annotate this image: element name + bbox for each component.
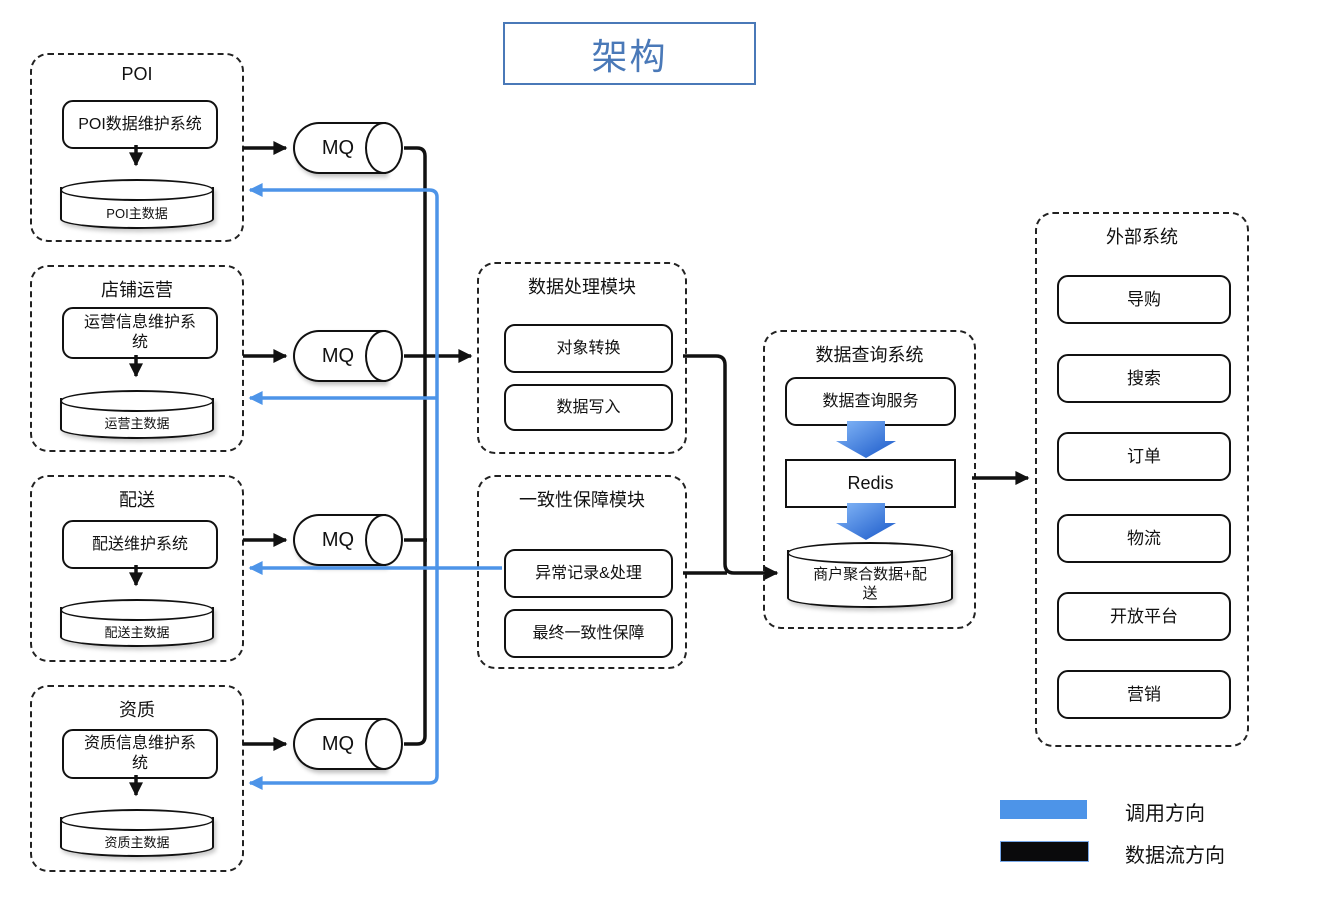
call-direction-lines: [248, 183, 502, 790]
qualification-info-system-label: 资质信息维护系统: [83, 735, 196, 772]
operation-master-db-label: 运营主数据: [104, 416, 170, 432]
qualification-master-db-cylinder: 资质主数据: [60, 809, 214, 857]
qualification-master-db-top: [60, 809, 214, 831]
group-shop-operation: 店铺运营 运营信息维护系统 运营主数据: [30, 265, 244, 452]
mq3-cylinder: MQ: [293, 514, 403, 566]
diagram-title-box: 架构: [503, 22, 756, 85]
group-delivery-title: 配送: [119, 490, 155, 510]
group-data-query-title: 数据查询系统: [815, 345, 924, 365]
external-open-platform-label: 开放平台: [1110, 606, 1178, 626]
delivery-master-db-top: [60, 599, 214, 621]
call-arrow-to-qualification: [248, 197, 439, 790]
final-consistency-box: 最终一致性保障: [504, 609, 673, 658]
query-service-label: 数据查询服务: [822, 392, 919, 410]
external-logistics-box: 物流: [1057, 514, 1231, 563]
group-shop-operation-title: 店铺运营: [101, 280, 173, 300]
object-conversion-box: 对象转换: [504, 324, 673, 373]
poi-master-db-top: [60, 179, 214, 201]
group-poi: POI POI数据维护系统 POI主数据: [30, 53, 244, 242]
merchant-aggregate-db-cylinder: 商户聚合数据+配送: [787, 542, 953, 608]
external-order-label: 订单: [1127, 446, 1161, 466]
operation-master-db-cylinder: 运营主数据: [60, 390, 214, 439]
exception-record-box: 异常记录&处理: [504, 549, 673, 598]
group-qualification: 资质 资质信息维护系统 资质主数据: [30, 685, 244, 872]
poi-master-db-label: POI主数据: [106, 205, 168, 221]
group-data-processing-title: 数据处理模块: [528, 277, 636, 297]
data-write-box: 数据写入: [504, 384, 673, 431]
operation-info-system-label: 运营信息维护系统: [83, 314, 196, 351]
external-logistics-label: 物流: [1127, 528, 1161, 548]
redis-box: Redis: [785, 459, 956, 508]
group-data-query: 数据查询系统 数据查询服务 Redis 商户聚合数据+配送: [763, 330, 976, 629]
redis-label: Redis: [847, 473, 894, 494]
legend-data-flow-swatch: [1000, 841, 1089, 862]
legend-data-flow-label: 数据流方向: [1125, 845, 1225, 867]
poi-maintenance-system-box: POI数据维护系统: [62, 100, 218, 149]
delivery-master-db-cylinder: 配送主数据: [60, 599, 214, 647]
mq2-label: MQ: [321, 344, 355, 367]
operation-info-system-box: 运营信息维护系统: [62, 307, 218, 359]
mq4-label: MQ: [321, 732, 355, 755]
group-external-systems-title: 外部系统: [1106, 227, 1178, 247]
operation-master-db-top: [60, 390, 214, 412]
object-conversion-label: 对象转换: [556, 339, 621, 357]
mq4-cylinder: MQ: [293, 718, 403, 770]
poi-maintenance-system-label: POI数据维护系统: [78, 115, 202, 133]
group-poi-title: POI: [121, 64, 153, 84]
external-open-platform-box: 开放平台: [1057, 592, 1231, 641]
mq1-cylinder: MQ: [293, 122, 403, 174]
final-consistency-label: 最终一致性保障: [532, 624, 645, 642]
mq3-label: MQ: [321, 528, 355, 551]
mq2-cylinder: MQ: [293, 330, 403, 382]
delivery-maintenance-system-label: 配送维护系统: [91, 535, 188, 553]
mq-bus-line: [404, 146, 427, 746]
qualification-info-system-box: 资质信息维护系统: [62, 729, 218, 779]
query-service-box: 数据查询服务: [785, 377, 956, 426]
legend-call-direction-swatch: [1000, 800, 1087, 819]
group-delivery: 配送 配送维护系统 配送主数据: [30, 475, 244, 662]
group-qualification-title: 资质: [119, 700, 155, 720]
external-guide-box: 导购: [1057, 275, 1231, 324]
merchant-aggregate-db-top: [787, 542, 953, 564]
qualification-master-db-label: 资质主数据: [104, 834, 170, 850]
external-marketing-box: 营销: [1057, 670, 1231, 719]
poi-master-db-cylinder: POI主数据: [60, 179, 214, 229]
merchant-aggregate-db-label: 商户聚合数据+配送: [813, 566, 927, 602]
external-order-box: 订单: [1057, 432, 1231, 481]
external-guide-label: 导购: [1127, 289, 1161, 309]
group-consistency-title: 一致性保障模块: [519, 490, 645, 510]
diagram-title: 架构: [591, 35, 668, 77]
exception-record-label: 异常记录&处理: [535, 564, 642, 582]
external-search-box: 搜索: [1057, 354, 1231, 403]
group-consistency: 一致性保障模块 异常记录&处理 最终一致性保障: [477, 475, 687, 669]
call-arrow-to-poi: [248, 183, 439, 198]
delivery-maintenance-system-box: 配送维护系统: [62, 520, 218, 569]
external-marketing-label: 营销: [1127, 684, 1161, 704]
delivery-master-db-label: 配送主数据: [104, 624, 170, 640]
mq1-label: MQ: [321, 136, 355, 159]
legend-call-direction-label: 调用方向: [1125, 803, 1205, 825]
group-data-processing: 数据处理模块 对象转换 数据写入: [477, 262, 687, 454]
group-external-systems: 外部系统 导购 搜索 订单 物流 开放平台 营销: [1035, 212, 1249, 747]
external-search-label: 搜索: [1127, 368, 1161, 388]
data-write-label: 数据写入: [556, 398, 621, 416]
mq1-cap: [365, 122, 403, 174]
